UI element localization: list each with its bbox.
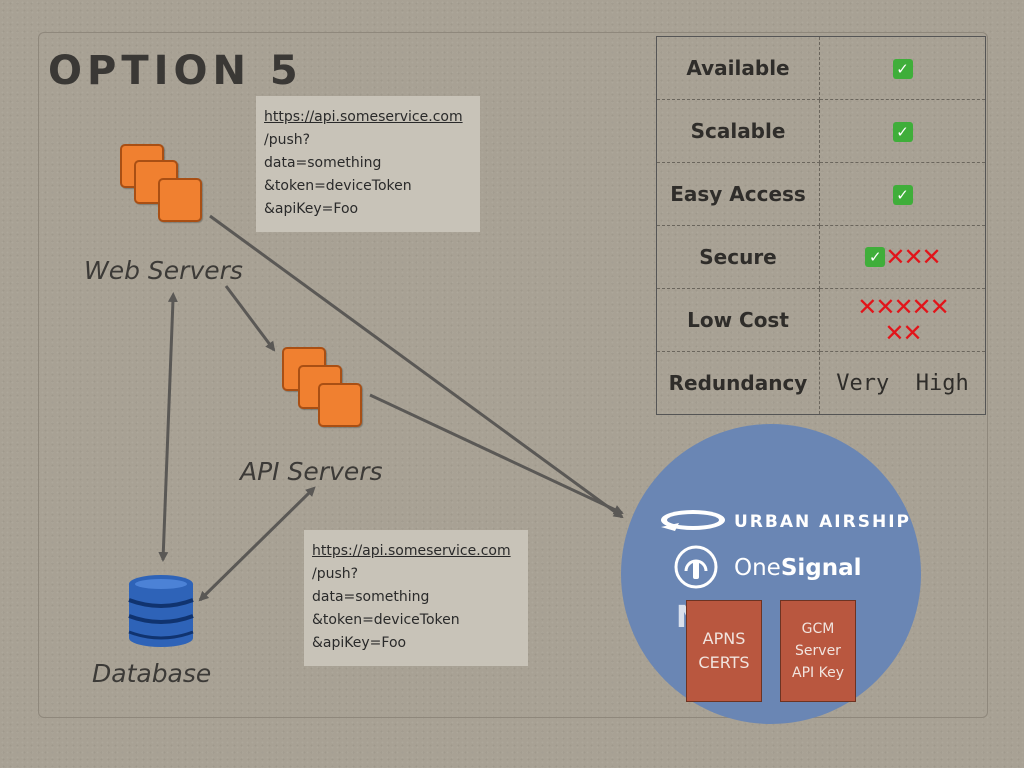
slide-title: OPTION 5 bbox=[48, 48, 303, 94]
push-providers-circle bbox=[621, 424, 921, 724]
api-request-note: https://api.someservice.com /push? data=… bbox=[304, 530, 528, 666]
row-value: ✕✕✕✕✕ ✕✕ bbox=[819, 288, 986, 352]
api-servers-icon bbox=[282, 347, 372, 437]
database-label: Database bbox=[92, 659, 212, 688]
apns-line: APNS bbox=[702, 629, 746, 648]
note-line: &token=deviceToken bbox=[312, 612, 460, 628]
urban-airship-logo bbox=[661, 510, 725, 531]
web-request-note: https://api.someservice.com /push? data=… bbox=[256, 96, 480, 232]
table-row: Redundancy Very High bbox=[656, 351, 986, 415]
red-x-icon: ✕✕✕✕✕ bbox=[857, 293, 950, 321]
arrow-web-to-providers bbox=[209, 214, 624, 519]
green-check-icon: ✓ bbox=[892, 121, 913, 142]
note-line[interactable]: https://api.someservice.com bbox=[264, 109, 463, 125]
green-check-icon: ✓ bbox=[865, 247, 886, 267]
table-row: Low Cost ✕✕✕✕✕ ✕✕ bbox=[656, 288, 986, 352]
table-row: Scalable ✓ bbox=[656, 99, 986, 163]
urban-airship-label: URBAN AIRSHIP bbox=[734, 512, 911, 532]
gcm-key-box: GCM Server API Key bbox=[780, 600, 856, 702]
gcm-line: API Key bbox=[792, 665, 844, 681]
red-x-icon: ✕✕ bbox=[884, 319, 922, 347]
row-label: Low Cost bbox=[656, 288, 820, 352]
row-value: ✓✕✕✕ bbox=[819, 225, 986, 289]
arrow-api-to-providers bbox=[369, 393, 624, 515]
green-check-icon: ✓ bbox=[892, 184, 913, 205]
row-label: Easy Access bbox=[656, 162, 820, 226]
onesignal-suffix: Signal bbox=[780, 555, 862, 581]
row-label: Scalable bbox=[656, 99, 820, 163]
arrow-web-to-api bbox=[224, 285, 276, 352]
table-row: Easy Access ✓ bbox=[656, 162, 986, 226]
table-row: Available ✓ bbox=[656, 36, 986, 100]
note-line: /push? bbox=[264, 132, 311, 148]
note-line: data=something bbox=[312, 589, 430, 605]
arrow-api-database bbox=[198, 486, 316, 602]
apns-certs-box: APNS CERTS bbox=[686, 600, 762, 702]
api-servers-label: API Servers bbox=[240, 457, 383, 486]
note-line: data=something bbox=[264, 155, 382, 171]
note-line[interactable]: https://api.someservice.com bbox=[312, 543, 511, 559]
arrow-web-database bbox=[158, 292, 178, 562]
web-servers-label: Web Servers bbox=[84, 256, 243, 285]
row-value: ✓ bbox=[819, 162, 986, 226]
note-line: /push? bbox=[312, 566, 359, 582]
slide-frame bbox=[38, 32, 988, 718]
note-line: &apiKey=Foo bbox=[264, 201, 359, 217]
onesignal-prefix: One bbox=[734, 555, 781, 581]
row-label: Available bbox=[656, 36, 820, 100]
onesignal-label: OneSignal bbox=[734, 555, 862, 581]
table-row: Secure ✓✕✕✕ bbox=[656, 225, 986, 289]
note-line: &token=deviceToken bbox=[264, 178, 412, 194]
onesignal-logo bbox=[674, 545, 718, 589]
web-servers-icon bbox=[120, 144, 210, 234]
red-x-icon: ✕✕✕ bbox=[885, 243, 941, 271]
feature-table: Available ✓ Scalable ✓ Easy Access ✓ Sec… bbox=[656, 36, 986, 415]
row-value: ✓ bbox=[819, 36, 986, 100]
row-label: Redundancy bbox=[656, 351, 820, 415]
row-value: ✓ bbox=[819, 99, 986, 163]
green-check-icon: ✓ bbox=[892, 58, 913, 79]
redundancy-value: Very High bbox=[836, 370, 969, 396]
row-value: Very High bbox=[820, 352, 986, 415]
database-icon bbox=[128, 575, 194, 647]
row-label: Secure bbox=[656, 225, 820, 289]
apns-line: CERTS bbox=[698, 653, 750, 672]
note-line: &apiKey=Foo bbox=[312, 635, 407, 651]
gcm-line: Server bbox=[795, 643, 841, 659]
gcm-line: GCM bbox=[801, 621, 835, 637]
